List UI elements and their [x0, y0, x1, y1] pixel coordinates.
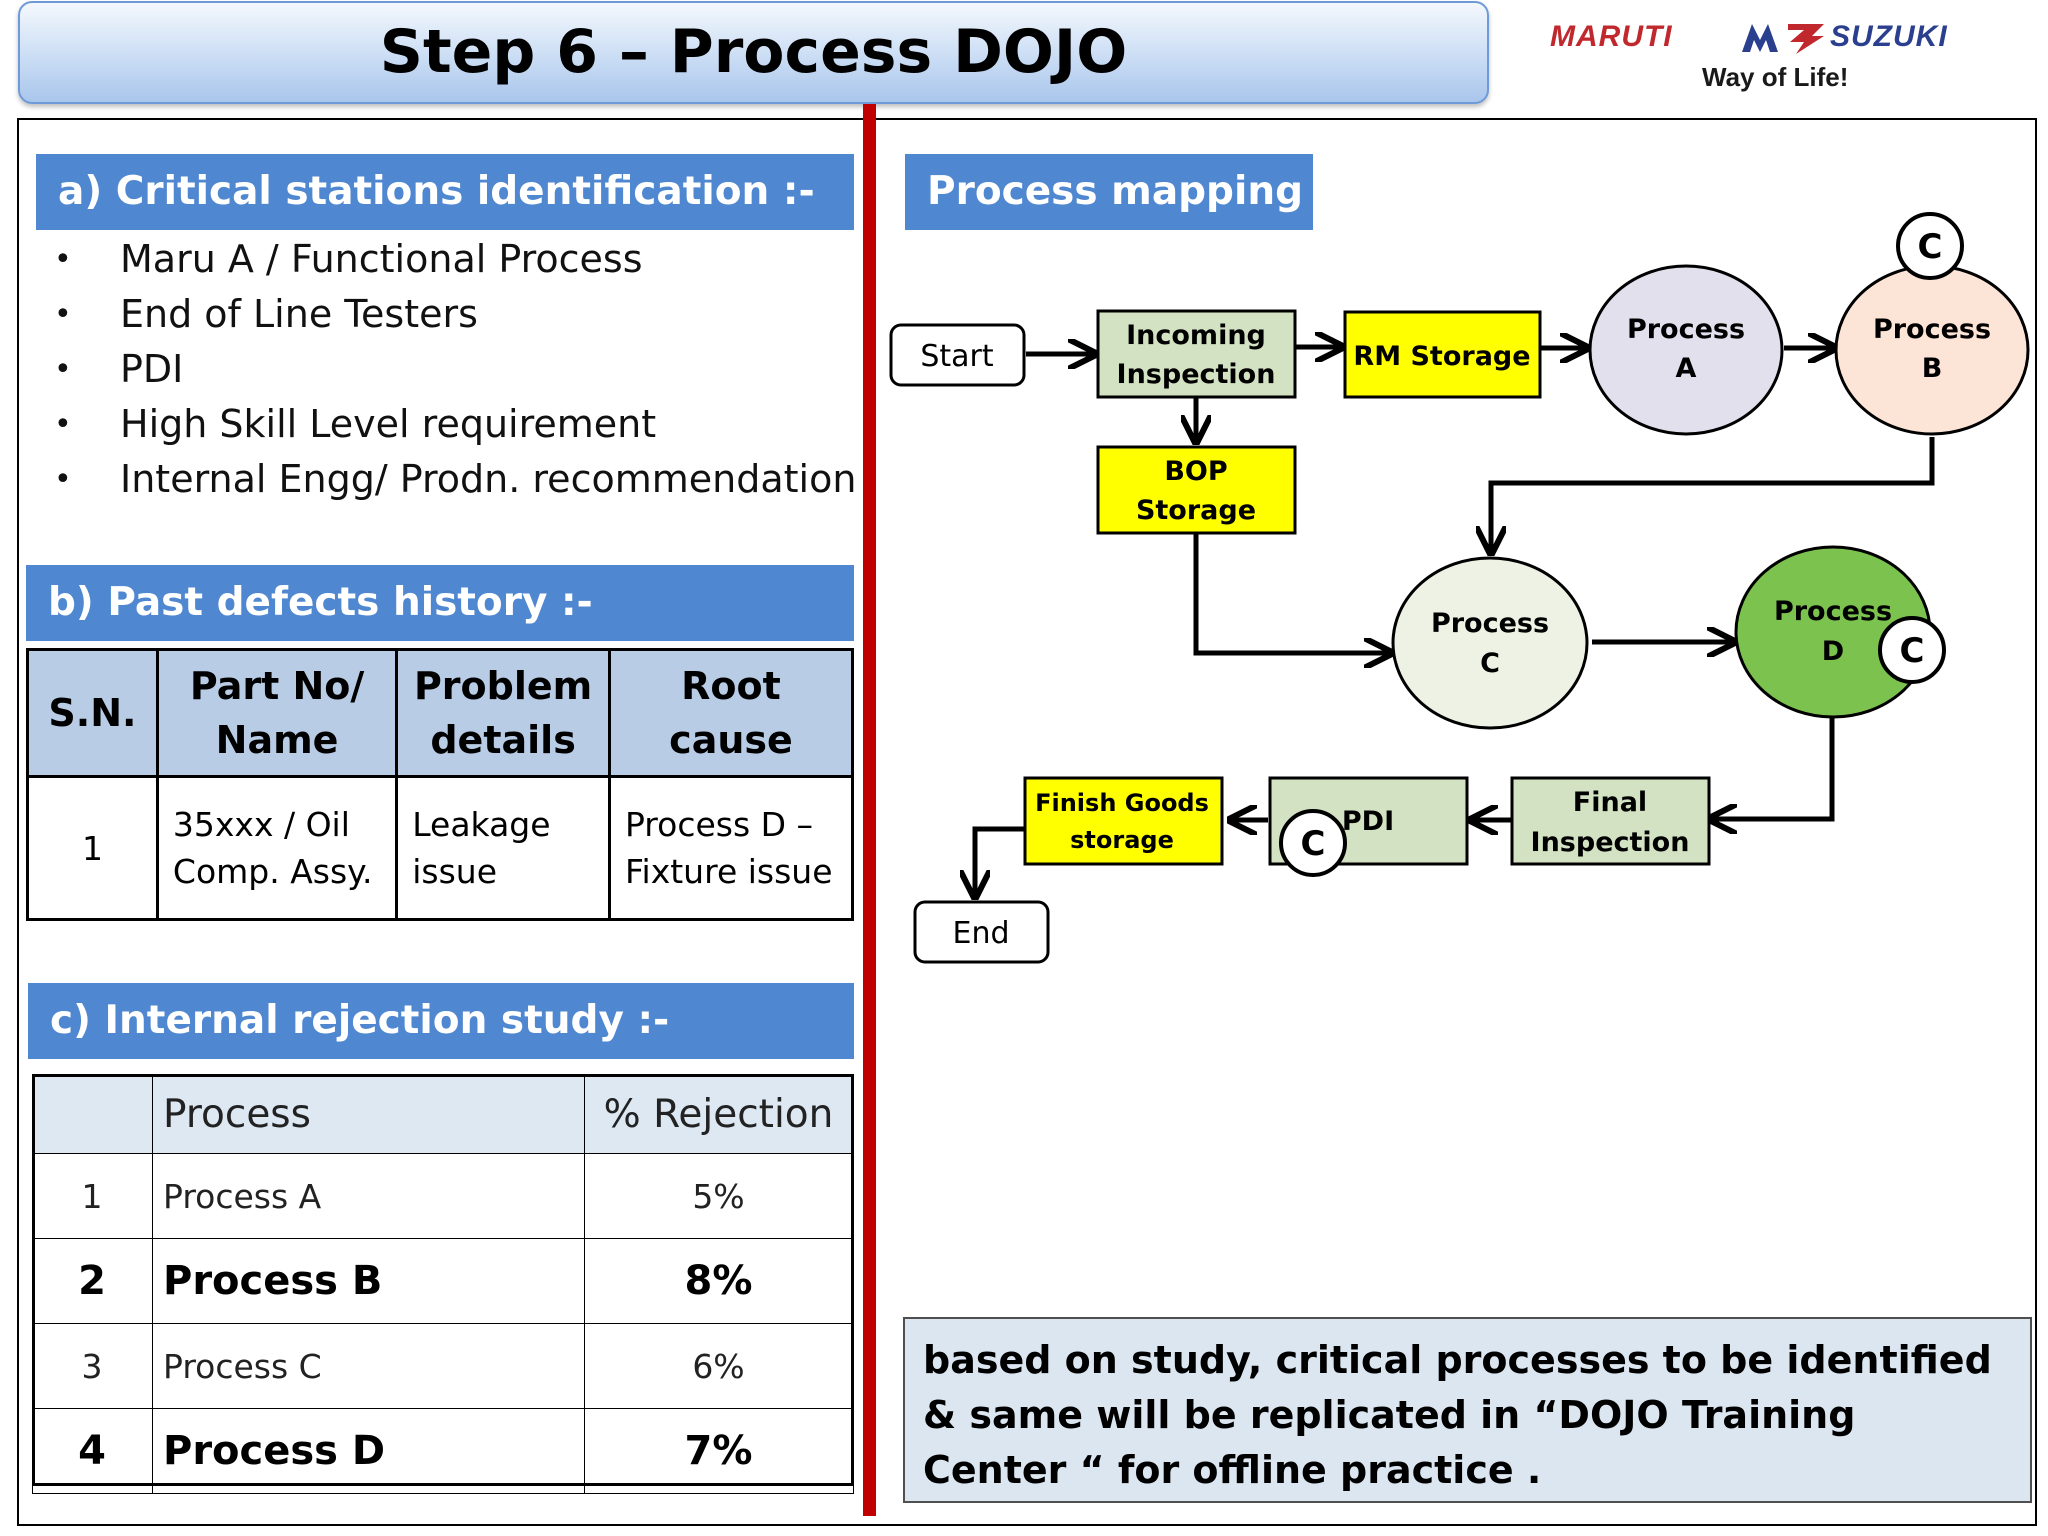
- section-b-header: b) Past defects history :-: [26, 565, 854, 641]
- cell-sn: 4: [32, 1408, 153, 1494]
- process-b-label-2: B: [1922, 353, 1943, 384]
- logo-brand-right: SUZUKI: [1830, 20, 1948, 53]
- table-row: 2 Process B 8%: [32, 1238, 854, 1324]
- incoming-label-1: Incoming: [1126, 320, 1266, 351]
- table-row: 1 Process A 5%: [32, 1153, 854, 1239]
- process-d-label-2: D: [1822, 636, 1844, 667]
- final-inspection-node: Final Inspection: [1510, 776, 1711, 866]
- bullet-icon: •: [54, 407, 72, 442]
- process-a-label-1: Process: [1627, 314, 1745, 345]
- final-label-1: Final: [1573, 787, 1647, 818]
- arrow-bop-c: [1193, 533, 1391, 653]
- cell-process: Process D: [152, 1408, 585, 1494]
- final-label-2: Inspection: [1531, 827, 1690, 858]
- end-node: End: [913, 900, 1050, 964]
- cell-pct: 8%: [584, 1238, 854, 1324]
- column-header: Root cause: [607, 648, 855, 778]
- process-a-label-2: A: [1676, 353, 1697, 384]
- bullet-icon: •: [54, 352, 72, 387]
- column-header: Part No/ Name: [155, 648, 399, 778]
- conclusion-text: based on study, critical processes to be…: [923, 1338, 1992, 1492]
- table-header-row: S.N. Part No/ Name Problem details Root …: [26, 648, 855, 778]
- cell-cause: Process D – Fixture issue: [607, 775, 855, 921]
- table-row: 4 Process D 7%: [32, 1408, 854, 1494]
- process-b-node: Process B: [1834, 264, 2030, 436]
- column-divider: [863, 104, 876, 1516]
- bullet-icon: •: [54, 462, 72, 497]
- column-header: [32, 1074, 153, 1154]
- cell-pct: 7%: [584, 1408, 854, 1494]
- svg-text:C: C: [1301, 824, 1326, 864]
- title-bar: Step 6 – Process DOJO: [18, 1, 1489, 104]
- cell-process: Process A: [152, 1153, 585, 1239]
- process-c-label-1: Process: [1431, 608, 1549, 639]
- section-c-header: c) Internal rejection study :-: [28, 983, 854, 1059]
- process-d-node: Process D: [1734, 545, 1932, 719]
- cell-process: Process B: [152, 1238, 585, 1324]
- cell-part: 35xxx / Oil Comp. Assy.: [155, 775, 399, 921]
- cell-sn: 1: [32, 1153, 153, 1239]
- arrow-fg-end: [975, 826, 1024, 897]
- logo-brand-left: MARUTI: [1550, 20, 1673, 53]
- cell-pct: 5%: [584, 1153, 854, 1239]
- section-a-header: a) Critical stations identification :-: [36, 154, 854, 230]
- svg-text:C: C: [1900, 631, 1925, 671]
- bullet-icon: •: [54, 297, 72, 332]
- bop-storage-node: BOP Storage: [1096, 445, 1297, 535]
- critical-marker-pdi: C: [1279, 809, 1347, 877]
- incoming-label-2: Inspection: [1117, 359, 1276, 390]
- cell-sn: 3: [32, 1323, 153, 1409]
- start-label: Start: [920, 339, 994, 374]
- column-header: Process: [152, 1074, 585, 1154]
- maruti-suzuki-logo: MARUTI SUZUKI Way of Life!: [1550, 14, 2040, 104]
- arrow-b-c: [1491, 437, 1935, 553]
- process-a-node: Process A: [1588, 264, 1784, 436]
- process-c-node: Process C: [1391, 556, 1589, 730]
- end-label: End: [952, 916, 1009, 951]
- start-node: Start: [889, 323, 1026, 387]
- list-item: •End of Line Testers: [40, 287, 860, 342]
- list-item: •PDI: [40, 342, 860, 397]
- table-row: 3 Process C 6%: [32, 1323, 854, 1409]
- critical-marker-b: C: [1896, 212, 1964, 280]
- critical-stations-list: •Maru A / Functional Process •End of Lin…: [40, 232, 860, 507]
- logo-emblem-icon: [1742, 24, 1824, 54]
- arrow-d-final: [1710, 716, 1835, 819]
- bop-label-2: Storage: [1136, 495, 1256, 526]
- conclusion-note: based on study, critical processes to be…: [903, 1317, 2032, 1503]
- process-mapping-header: Process mapping :-: [905, 154, 1313, 290]
- cell-process: Process C: [152, 1323, 585, 1409]
- svg-text:C: C: [1918, 227, 1943, 267]
- rejection-table: Process % Rejection 1 Process A 5% 2 Pro…: [32, 1074, 854, 1494]
- bullet-icon: •: [54, 242, 72, 277]
- critical-marker-d: C: [1878, 616, 1946, 684]
- fg-label-2: storage: [1070, 826, 1174, 854]
- process-b-label-1: Process: [1873, 314, 1991, 345]
- table-row: 1 35xxx / Oil Comp. Assy. Leakage issue …: [26, 775, 855, 921]
- fg-label-1: Finish Goods: [1035, 789, 1209, 817]
- finish-goods-node: Finish Goods storage: [1023, 776, 1224, 866]
- cell-problem: Leakage issue: [395, 775, 611, 921]
- table-header-row: Process % Rejection: [32, 1074, 854, 1154]
- past-defects-table: S.N. Part No/ Name Problem details Root …: [26, 648, 855, 921]
- cell-sn: 1: [26, 775, 159, 921]
- page-title: Step 6 – Process DOJO: [379, 17, 1128, 87]
- cell-pct: 6%: [584, 1323, 854, 1409]
- logo-tagline: Way of Life!: [1702, 62, 1849, 92]
- rm-storage-label: RM Storage: [1353, 341, 1530, 372]
- list-item: •Internal Engg/ Prodn. recommendation: [40, 452, 860, 507]
- bop-label-1: BOP: [1164, 456, 1227, 487]
- pdi-label: PDI: [1342, 806, 1394, 837]
- column-header: Problem details: [395, 648, 611, 778]
- list-item: •Maru A / Functional Process: [40, 232, 860, 287]
- content-frame: [17, 118, 2037, 1526]
- process-c-label-2: C: [1480, 648, 1500, 679]
- process-d-label-1: Process: [1774, 596, 1892, 627]
- column-header: S.N.: [26, 648, 159, 778]
- rm-storage-node: RM Storage: [1343, 310, 1542, 399]
- flow-arrows: [975, 347, 1935, 897]
- list-item: •High Skill Level requirement: [40, 397, 860, 452]
- incoming-inspection-node: Incoming Inspection: [1096, 309, 1297, 399]
